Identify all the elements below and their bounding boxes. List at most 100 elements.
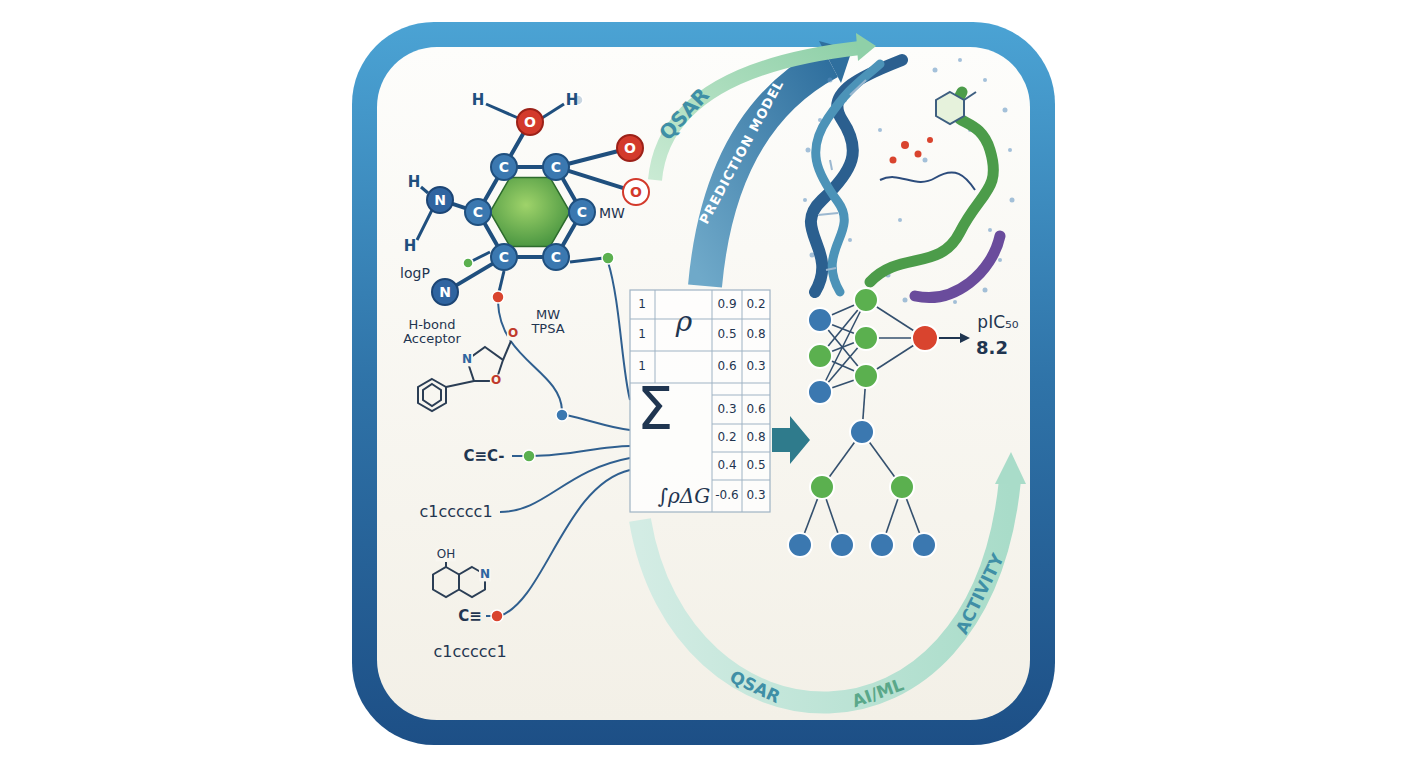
activity-arrowhead	[995, 452, 1026, 484]
math-symbol: Σ	[637, 378, 674, 442]
atom-node: N	[431, 278, 459, 306]
table-cell: 0.2	[717, 431, 736, 444]
table-grid	[630, 290, 770, 512]
descriptor-label: MW	[599, 206, 625, 221]
bond-stroke	[457, 264, 492, 285]
bond-stroke	[563, 224, 575, 245]
table-cell: 0.3	[717, 403, 736, 416]
bond-stroke	[485, 224, 497, 245]
table-cell: 0.3	[746, 360, 765, 373]
atom-symbol: C	[499, 250, 509, 264]
table-cell: 0.6	[746, 403, 765, 416]
bond-stroke	[570, 151, 617, 163]
aromatic-core	[490, 177, 570, 246]
atom-hydrogen: H	[404, 238, 417, 255]
bond-stroke	[453, 204, 464, 208]
leader-line	[500, 470, 630, 616]
atom-hydrogen: H	[472, 92, 485, 109]
smiles-label: c1ccccc1	[433, 643, 506, 661]
smiles-label: C≡C-	[463, 448, 504, 465]
bond-line	[518, 167, 542, 168]
bond	[446, 381, 474, 387]
ring	[418, 379, 446, 411]
ring	[433, 567, 459, 597]
atom-label: O	[490, 374, 502, 387]
dot	[556, 409, 568, 421]
flow-arrow	[772, 416, 810, 464]
bond-line	[485, 179, 497, 200]
atom-symbol: C	[551, 250, 561, 264]
leader-line	[532, 446, 630, 456]
atom-label: OH	[436, 548, 456, 561]
atom-hydrogen: H	[566, 92, 579, 109]
frame-outer	[352, 22, 1055, 745]
dot	[523, 450, 535, 462]
dot	[463, 258, 473, 268]
bond-line	[518, 257, 542, 258]
atom-label: N	[461, 353, 473, 366]
leader-line	[500, 458, 630, 512]
arc-arrowhead	[856, 33, 876, 61]
dot	[491, 610, 503, 622]
math-symbol: ∫ρΔG	[658, 485, 711, 507]
connector-dots	[463, 95, 614, 622]
output-label: pIC₅₀	[977, 313, 1018, 332]
table-frame	[630, 290, 770, 512]
bond-line	[563, 179, 575, 200]
arc-label: AI/ML	[850, 675, 907, 711]
bond-line	[457, 264, 492, 285]
atom-node: O	[616, 134, 644, 162]
bond	[445, 562, 447, 567]
smiles-label: C≡	[458, 608, 482, 625]
descriptor-label: MW TPSA	[526, 308, 571, 337]
arc-label: QSAR	[727, 667, 783, 706]
bond	[503, 341, 511, 360]
atom-node: C	[464, 198, 492, 226]
table-cell: 0.2	[746, 298, 765, 311]
isoquinoline-drawing	[433, 562, 485, 597]
atom-node: O	[622, 178, 650, 206]
table-cell: 0.8	[746, 328, 765, 341]
output-value: 8.2	[976, 338, 1008, 358]
atom-label: O	[507, 327, 519, 340]
bond-stroke	[511, 134, 523, 155]
table-cell: 0.4	[717, 459, 736, 472]
atom-node: O	[516, 108, 544, 136]
atom-symbol: O	[524, 115, 536, 129]
table-cell: 0.8	[746, 431, 765, 444]
atom-symbol: N	[439, 285, 451, 299]
table-cell: -0.6	[715, 489, 738, 502]
atom-symbol: N	[434, 193, 446, 207]
h-bond-line	[486, 104, 518, 118]
leader-line	[566, 415, 630, 430]
bond-stroke	[518, 165, 542, 169]
table-cell: 0.5	[717, 328, 736, 341]
math-symbol: ρ	[676, 307, 692, 338]
dot	[492, 291, 504, 303]
atom-symbol: C	[499, 160, 509, 174]
substituent-line	[499, 271, 504, 292]
table-cell: 0.3	[746, 489, 765, 502]
atom-symbol: C	[577, 205, 587, 219]
descriptor-table	[630, 290, 770, 512]
substituent-line	[570, 258, 604, 262]
atom-symbol: O	[624, 141, 636, 155]
descriptor-label: logP	[400, 266, 430, 281]
descriptor-label: H-bond Acceptor	[387, 318, 477, 347]
leader-lines	[486, 262, 630, 616]
bond-stroke	[518, 255, 542, 259]
atom-symbol: C	[473, 205, 483, 219]
protein-illustration	[803, 58, 1015, 304]
atom-label: N	[479, 568, 491, 581]
bond-line	[511, 134, 523, 155]
h-bond-line	[417, 210, 432, 240]
dot	[602, 252, 614, 264]
arc-label: QSAR	[655, 84, 714, 145]
atom-node: C	[568, 198, 596, 226]
table-cell: 1	[638, 360, 646, 373]
atom-node: C	[542, 243, 570, 271]
